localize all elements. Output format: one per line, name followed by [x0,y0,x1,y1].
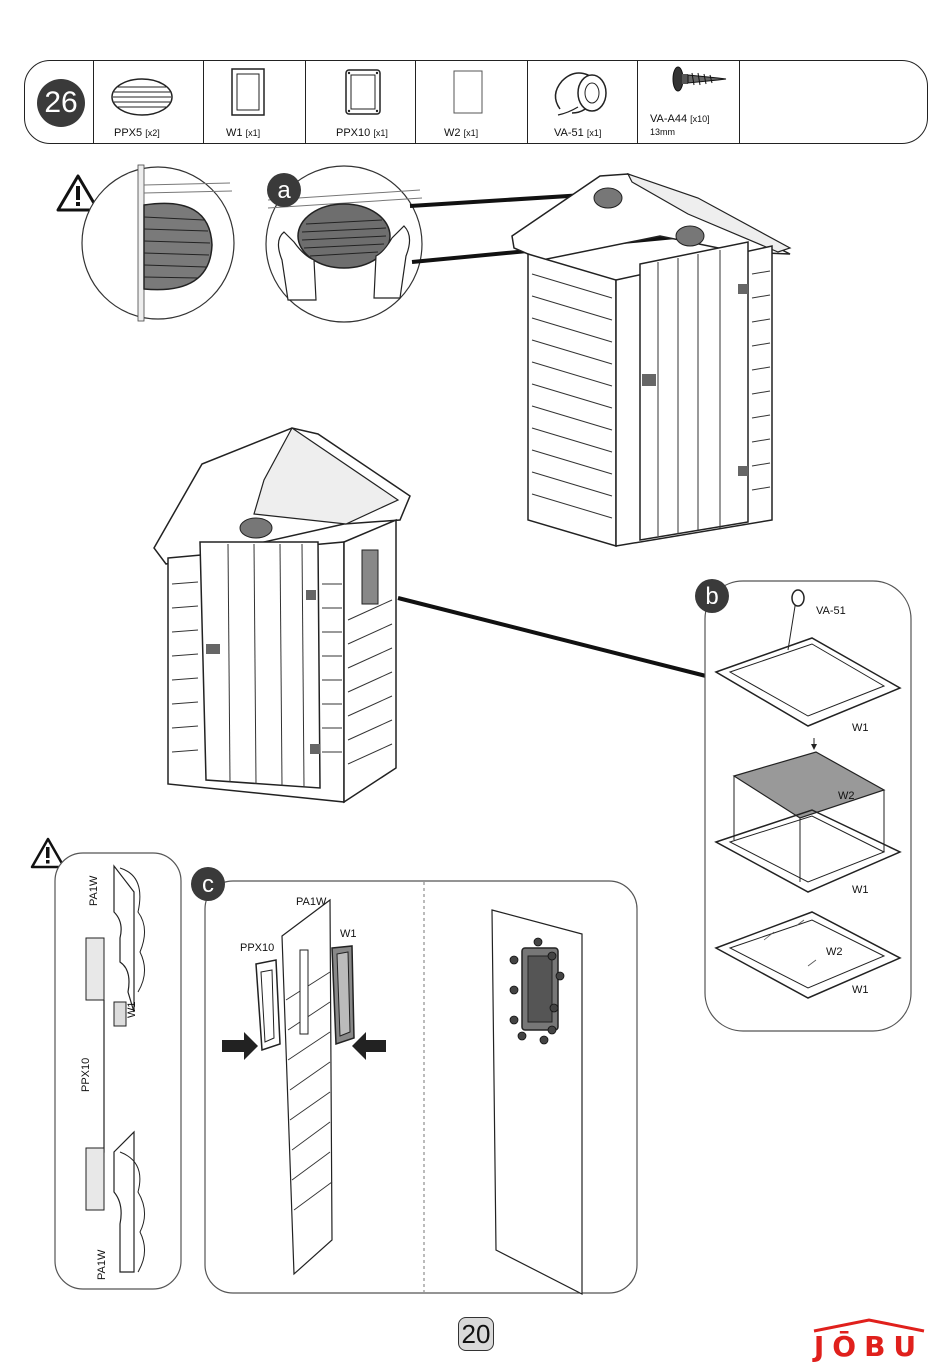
callout-ppx10: PPX10 [80,1058,92,1092]
callout-w1: W1 [852,722,869,734]
svg-text:b: b [705,583,718,610]
callout-pa1w-top: PA1W [88,876,100,906]
callout-ppx10: PPX10 [240,942,274,954]
callout-w1: W1 [126,1002,138,1019]
section-view-panel [54,852,184,1292]
substep-b-panel [704,580,912,1032]
svg-text:c: c [202,871,214,898]
page-number: 20 [458,1317,494,1351]
substep-b-badge: b [694,578,730,614]
substep-c-badge: c [190,866,226,902]
brand-logo: JŌBU [806,1318,932,1358]
callout-va51: VA-51 [816,605,846,617]
callout-w2: W2 [826,946,843,958]
callout-w1: W1 [852,884,869,896]
callout-pa1w-bottom: PA1W [96,1250,108,1280]
callout-pa1w: PA1W [296,896,326,908]
callout-w1: W1 [852,984,869,996]
callout-w2: W2 [838,790,855,802]
callout-w1: W1 [340,928,357,940]
brand-name: JŌBU [806,1330,932,1363]
